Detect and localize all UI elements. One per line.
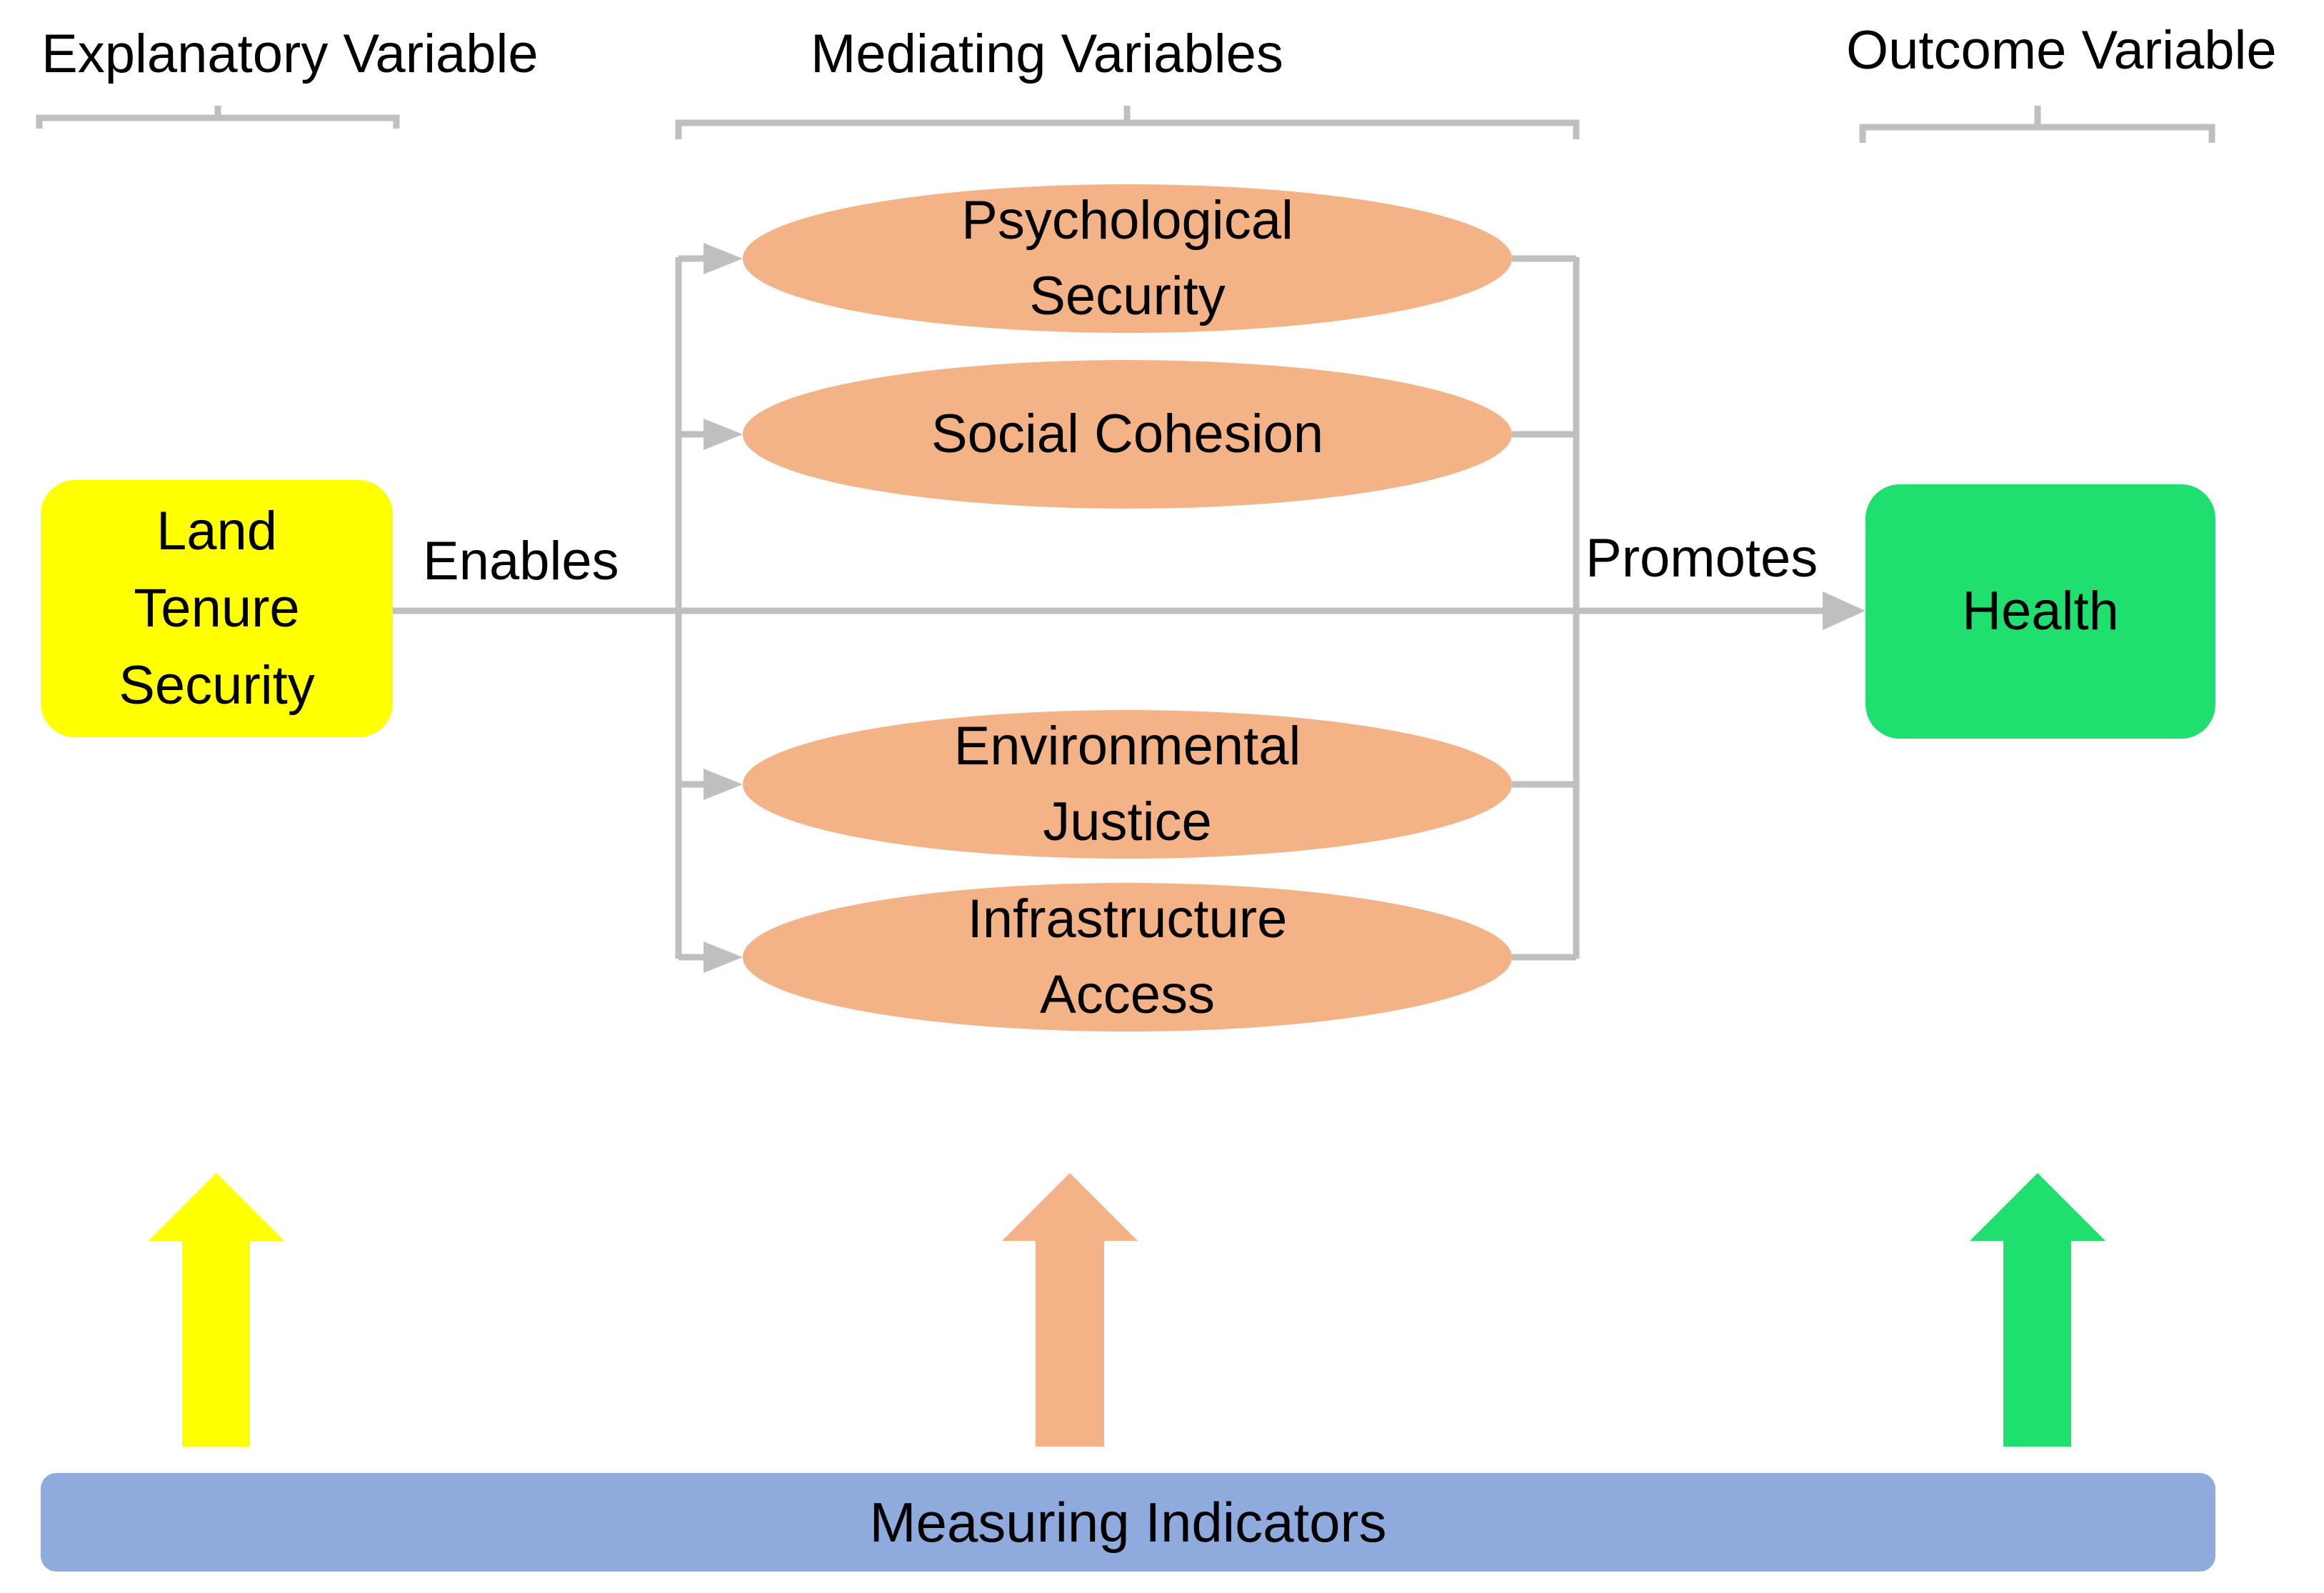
- header-outcome: Outcome Variable: [1846, 20, 2277, 81]
- mediator-infrastructure-access: Infrastructure Access: [743, 883, 1512, 1032]
- mediator-label: Environmental Justice: [953, 716, 1301, 852]
- edge-label-promotes: Promotes: [1586, 528, 1818, 589]
- mediator-environmental-justice: Environmental Justice: [743, 710, 1512, 859]
- arrowhead-mediator-1: [703, 243, 743, 274]
- measuring-indicators-label: Measuring Indicators: [869, 1490, 1387, 1554]
- up-arrow-outcome: [1970, 1173, 2105, 1447]
- arrowhead-health: [1823, 591, 1865, 630]
- up-arrow-explanatory: [149, 1173, 284, 1447]
- measuring-indicators-bar: Measuring Indicators: [41, 1473, 2215, 1572]
- outcome-bracket: [1859, 106, 2215, 143]
- up-arrow-mediating: [1002, 1173, 1138, 1447]
- mediator-psychological-security: Psychological Security: [743, 184, 1512, 333]
- land-tenure-security-label: Land Tenure Security: [119, 501, 315, 716]
- edge-label-enables: Enables: [423, 531, 619, 591]
- mediator-social-cohesion: Social Cohesion: [743, 360, 1512, 509]
- arrowhead-mediator-4: [703, 942, 743, 973]
- header-explanatory: Explanatory Variable: [41, 24, 539, 84]
- health-box: Health: [1865, 484, 2215, 739]
- mediator-label: Infrastructure Access: [967, 889, 1288, 1025]
- explanatory-bracket: [36, 106, 400, 129]
- arrowhead-mediator-2: [703, 419, 743, 450]
- mediator-label: Social Cohesion: [931, 404, 1324, 464]
- land-tenure-security-box: Land Tenure Security: [41, 480, 393, 737]
- mediating-bracket: [675, 106, 1580, 139]
- header-mediating: Mediating Variables: [811, 24, 1283, 84]
- arrowhead-mediator-3: [703, 769, 743, 800]
- health-label: Health: [1962, 581, 2119, 641]
- mediator-label: Psychological Security: [961, 190, 1293, 326]
